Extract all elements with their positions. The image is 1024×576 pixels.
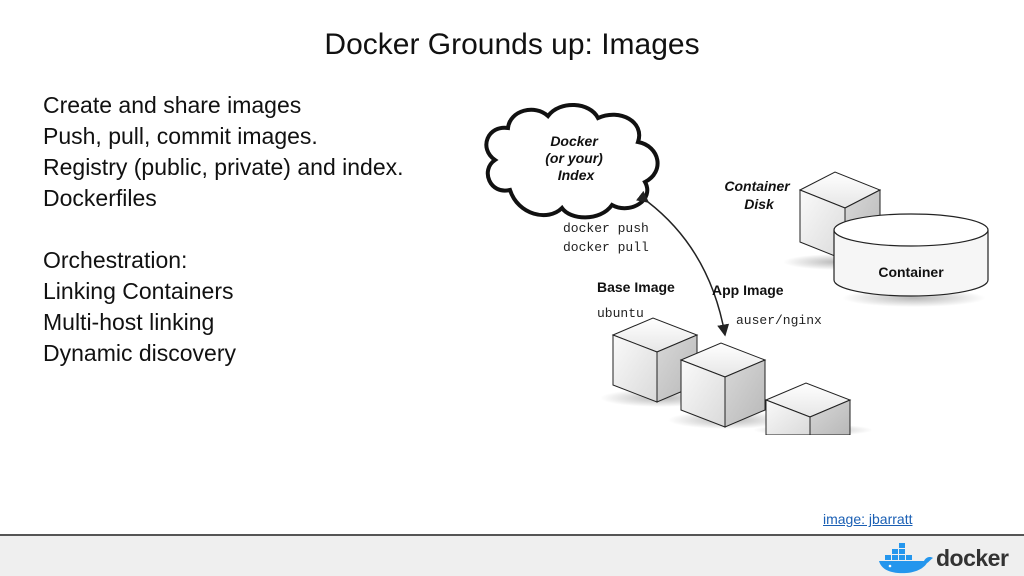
container-disk-label: Container [724,178,791,194]
cloud-line: Index [558,167,596,183]
bullet-item: Registry (public, private) and index. [43,154,404,180]
svg-text:Docker (or your) I: Docker (or your) Index [545,133,606,183]
bullet-item: Push, pull, commit images. [43,123,318,149]
bullet-spacer [43,214,473,245]
footer-bar: docker [0,534,1024,576]
app-image-label: App Image [712,282,784,298]
bullet-item: Multi-host linking [43,309,215,335]
svg-text:docker push docker pull: docker push docker pull [563,221,657,255]
base-image-name: ubuntu [597,306,644,321]
bullet-item: Dockerfiles [43,185,157,211]
docker-whale-icon [879,543,933,574]
bullet-list: Create and share images Push, pull, comm… [43,90,473,369]
docker-logo-text: docker [936,544,1009,571]
command-text: docker push [563,221,649,236]
cloud-line: (or your) [545,150,603,166]
registry-cloud: Docker (or your) Index [484,102,660,220]
image-credit-link[interactable]: image: jbarratt [823,511,913,527]
container-cylinder: Container [833,213,989,307]
cloud-line: Docker [550,133,599,149]
bullet-item: Orchestration: [43,247,188,273]
bullet-item: Dynamic discovery [43,340,236,366]
layer-cube [753,382,873,435]
command-text: docker pull [563,240,649,255]
slide-title: Docker Grounds up: Images [324,28,700,61]
bullet-item: Linking Containers [43,278,234,304]
app-image-name: auser/nginx [736,313,822,328]
base-image-label: Base Image [597,279,675,295]
app-image-cube [668,342,788,429]
push-pull-arrow [636,190,730,337]
image-diagram: Docker (or your) Index docker push docke… [484,102,989,435]
svg-text:Container Disk: Container Disk [724,178,793,212]
bullet-item: Create and share images [43,92,302,118]
container-label: Container [878,264,944,280]
container-disk-label: Disk [744,196,775,212]
docker-logo: docker [876,540,1016,576]
